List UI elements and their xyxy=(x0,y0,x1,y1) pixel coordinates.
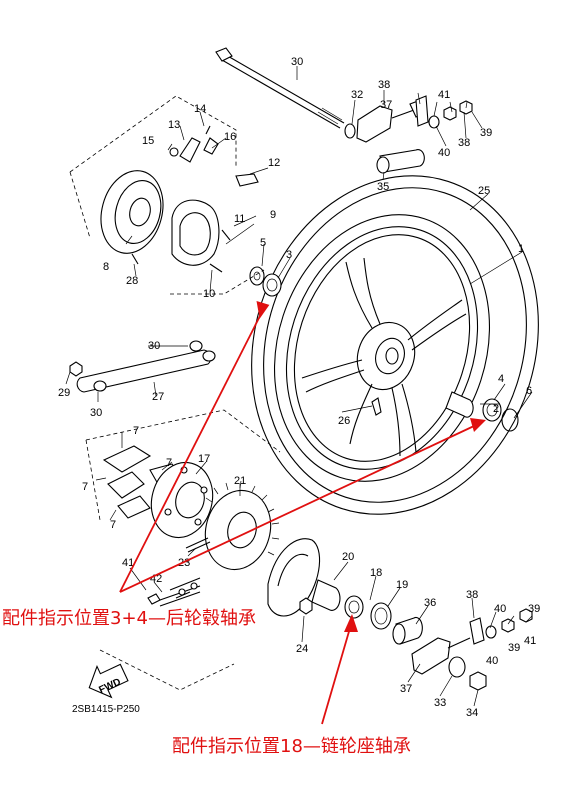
hub-bearing-4-6 xyxy=(482,398,519,432)
chain-adjuster-group-top xyxy=(344,95,473,174)
part-label: 41 xyxy=(438,89,450,101)
part-label: 38 xyxy=(458,137,470,149)
part-label: 20 xyxy=(342,551,354,563)
part-label: 6 xyxy=(526,385,532,397)
part-label: 27 xyxy=(152,391,164,403)
part-label: 24 xyxy=(296,643,308,655)
part-label: 34 xyxy=(466,707,478,719)
annotation-arrows xyxy=(119,301,486,725)
sprocket-group xyxy=(85,409,281,691)
part-label: 37 xyxy=(380,99,392,111)
part-label: 30 xyxy=(90,407,102,419)
part-label: 7 xyxy=(82,481,88,493)
sprocket-hub-side xyxy=(267,538,423,645)
part-label: 37 xyxy=(400,683,412,695)
part-label: 19 xyxy=(396,579,408,591)
part-label: 39 xyxy=(480,127,492,139)
part-label: 39 xyxy=(508,642,520,654)
part-label: 38 xyxy=(466,589,478,601)
part-label: 32 xyxy=(351,89,363,101)
part-label: 17 xyxy=(198,453,210,465)
part-label: 40 xyxy=(438,147,450,159)
part-label: 26 xyxy=(338,415,350,427)
annotation-hub-bearing: 配件指示位置3+4—后轮毂轴承 xyxy=(2,608,256,629)
part-label: 3 xyxy=(286,249,292,261)
part-label: 36 xyxy=(424,597,436,609)
part-label: 29 xyxy=(58,387,70,399)
annotation-sprocket-bearing: 配件指示位置18—链轮座轴承 xyxy=(172,736,411,757)
part-label: 7 xyxy=(166,457,172,469)
part-label: 30 xyxy=(148,340,160,352)
part-label: 13 xyxy=(168,119,180,131)
part-label: 21 xyxy=(234,475,246,487)
part-label: 10 xyxy=(203,288,215,300)
part-label: 40 xyxy=(494,603,506,615)
part-label: 40 xyxy=(486,655,498,667)
drawing-code: 2SB1415-P250 xyxy=(72,704,140,715)
part-label: 28 xyxy=(126,275,138,287)
leader-lines xyxy=(65,66,533,707)
fwd-arrow-icon: FWD xyxy=(88,663,129,699)
part-label: 41 xyxy=(524,635,536,647)
part-label: 11 xyxy=(234,213,245,225)
part-label: 5 xyxy=(260,237,266,249)
part-label: 38 xyxy=(378,79,390,91)
part-label: 4 xyxy=(498,373,504,385)
part-label: 18 xyxy=(370,567,382,579)
part-label: 12 xyxy=(268,157,280,169)
part-number-labels: 30 32 38 37 41 39 38 40 35 25 1 14 13 15… xyxy=(58,56,540,719)
part-label: 14 xyxy=(194,103,206,115)
part-label: 25 xyxy=(478,185,490,197)
brake-group xyxy=(69,95,265,295)
part-label: 35 xyxy=(377,181,389,193)
torque-rod xyxy=(69,340,216,393)
part-label: 8 xyxy=(103,261,109,273)
part-label: 15 xyxy=(142,135,154,147)
chain-adjuster-group-bottom xyxy=(411,608,533,691)
part-label: 16 xyxy=(224,131,236,143)
part-label: 7 xyxy=(110,519,116,531)
part-label: 7 xyxy=(133,425,139,437)
part-label: 1 xyxy=(518,243,524,255)
part-label: 2 xyxy=(493,403,499,415)
part-label: 30 xyxy=(291,56,303,68)
part-label: 39 xyxy=(528,603,540,615)
part-label: 33 xyxy=(434,697,446,709)
rear-axle xyxy=(215,47,345,129)
part-label: 9 xyxy=(270,209,276,221)
rear-wheel-assembly xyxy=(251,175,539,515)
hub-bearing-3-5 xyxy=(249,266,282,297)
part-label: 41 xyxy=(122,557,134,569)
